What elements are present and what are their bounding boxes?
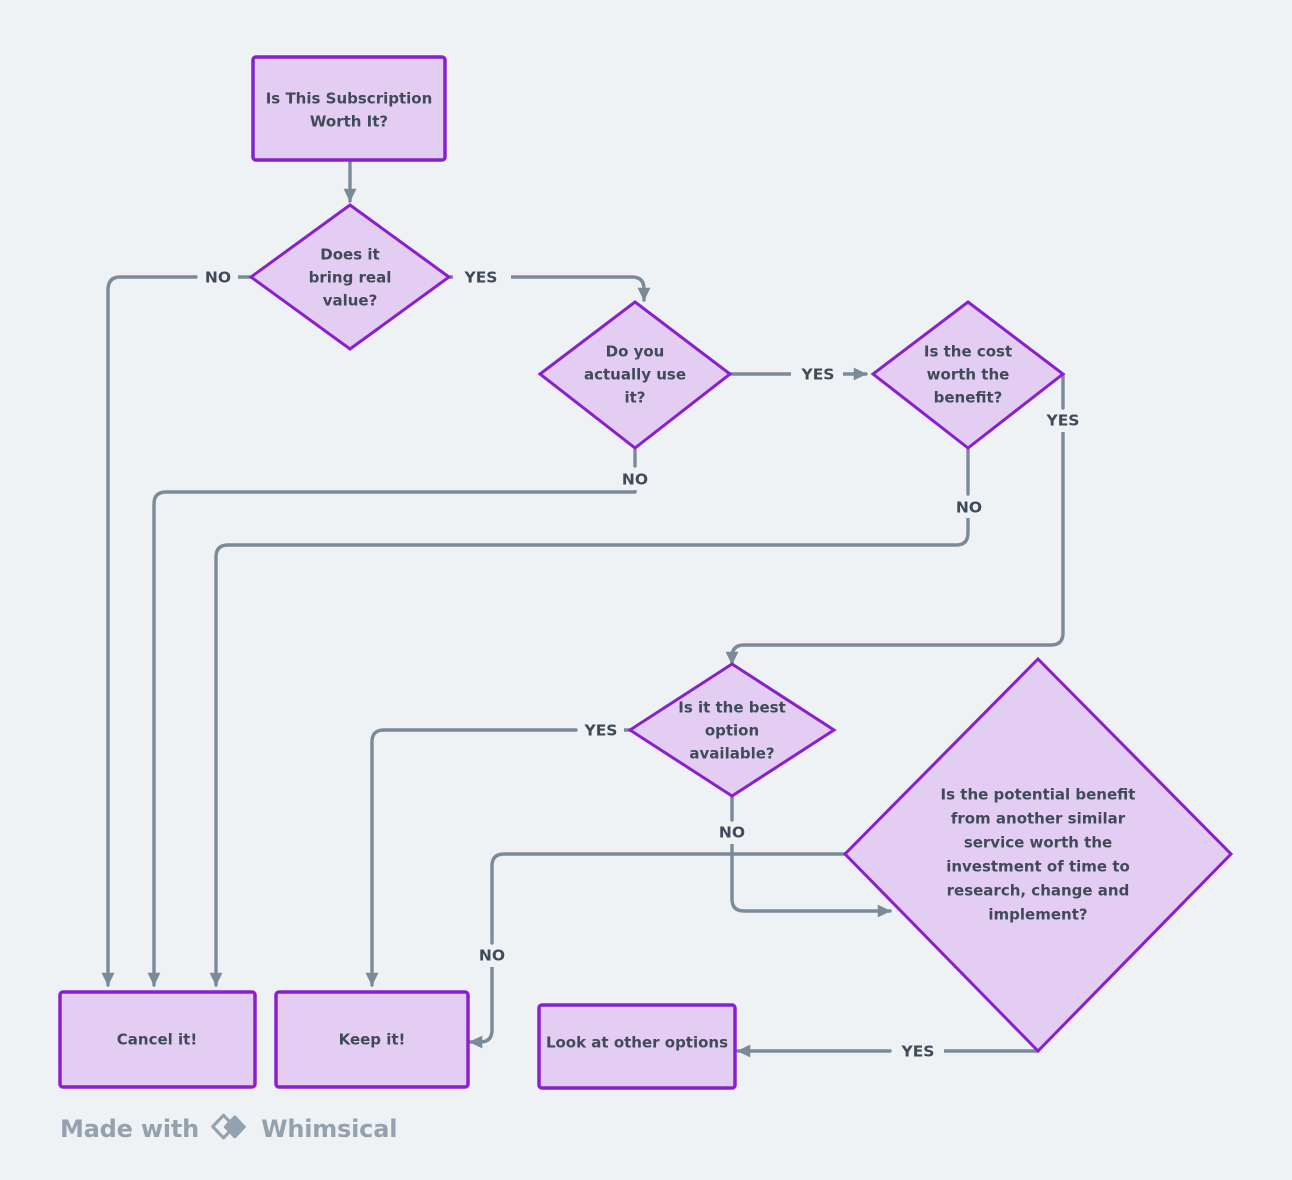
node-potential-line-3: service worth the xyxy=(964,834,1112,852)
node-keep-label: Keep it! xyxy=(339,1031,406,1049)
node-cancel-label: Cancel it! xyxy=(117,1031,197,1049)
node-cost-line-1: Is the cost xyxy=(924,343,1012,361)
node-best-shape[interactable] xyxy=(627,662,837,798)
edge-label-backdrop xyxy=(714,822,750,844)
edge-label-backdrop xyxy=(617,468,653,490)
edge-label-backdrop xyxy=(1044,410,1086,432)
node-best-line-1: Is it the best xyxy=(678,699,786,717)
node-potential-line-6: implement? xyxy=(988,906,1087,924)
node-value-line-1: Does it xyxy=(320,246,379,264)
node-potential-line-5: research, change and xyxy=(947,882,1130,900)
edge-label-best-yes: YES xyxy=(584,722,618,740)
node-look-label: Look at other options xyxy=(546,1034,728,1052)
node-best-line-3: available? xyxy=(689,745,774,763)
edge-label-backdrop xyxy=(892,1040,944,1062)
edge-label-backdrop xyxy=(791,363,843,385)
node-keep-it[interactable]: Keep it! xyxy=(274,990,470,1089)
edge-potential-no: NO xyxy=(470,852,848,1042)
edge-label-value-yes: YES xyxy=(464,269,498,287)
node-does-it-bring-real-value[interactable]: Does it bring real value? xyxy=(248,203,452,351)
node-potential-shape[interactable] xyxy=(842,656,1234,1054)
edge-label-value-no: NO xyxy=(205,269,231,287)
edge-label-best-no: NO xyxy=(719,824,745,842)
node-cancel-it[interactable]: Cancel it! xyxy=(58,990,257,1089)
edge-label-potential-no: NO xyxy=(479,947,505,965)
node-use-line-1: Do you xyxy=(606,343,665,361)
node-best-line-2: option xyxy=(705,722,759,740)
node-cost-line-3: benefit? xyxy=(934,389,1003,407)
node-start-line-1: Is This Subscription xyxy=(266,90,433,108)
edge-cost-yes: YES xyxy=(732,373,1086,664)
node-value-shape[interactable] xyxy=(248,203,452,351)
edge-label-potential-yes: YES xyxy=(901,1043,935,1061)
footer-made-with-label: Made with xyxy=(60,1115,200,1143)
edge-best-no: NO xyxy=(714,794,890,911)
node-value-line-3: value? xyxy=(323,292,378,310)
node-value-line-2: bring real xyxy=(309,269,392,287)
node-is-the-potential-benefit[interactable]: Is the potential benefit from another si… xyxy=(842,656,1234,1054)
node-keep-shape[interactable] xyxy=(274,990,470,1089)
whimsical-diamond-logo-icon xyxy=(211,1113,246,1140)
edge-potential-yes: YES xyxy=(738,1040,1040,1062)
node-potential-line-4: investment of time to xyxy=(946,858,1130,876)
node-potential-line-1: Is the potential benefit xyxy=(941,786,1136,804)
node-start[interactable]: Is This Subscription Worth It? xyxy=(251,55,447,162)
node-is-the-cost-worth-the-benefit[interactable]: Is the cost worth the benefit? xyxy=(870,300,1066,450)
node-look-shape[interactable] xyxy=(537,1003,737,1090)
node-cancel-shape[interactable] xyxy=(58,990,257,1089)
edge-label-cost-yes: YES xyxy=(1046,412,1080,430)
node-cost-shape[interactable] xyxy=(870,300,1066,450)
footer-brand-label: Whimsical xyxy=(261,1115,398,1143)
edge-label-backdrop xyxy=(578,719,624,741)
edge-use-no: NO xyxy=(154,448,653,985)
node-use-line-3: it? xyxy=(624,389,645,407)
edge-label-use-yes: YES xyxy=(801,366,835,384)
edge-use-yes: YES xyxy=(728,363,866,385)
edge-label-backdrop xyxy=(198,266,238,288)
edge-cost-no: NO xyxy=(216,448,987,985)
whimsical-footer[interactable]: Made with Whimsical xyxy=(60,1112,397,1146)
edge-label-use-no: NO xyxy=(622,471,648,489)
node-use-line-2: actually use xyxy=(584,366,686,384)
edge-label-cost-no: NO xyxy=(956,499,982,517)
node-cost-line-2: worth the xyxy=(927,366,1010,384)
node-start-shape[interactable] xyxy=(251,55,447,162)
node-is-it-the-best-option-available[interactable]: Is it the best option available? xyxy=(627,662,837,798)
edge-label-backdrop xyxy=(474,945,510,967)
node-do-you-actually-use-it[interactable]: Do you actually use it? xyxy=(537,300,733,450)
node-use-shape[interactable] xyxy=(537,300,733,450)
edge-value-yes: YES xyxy=(447,266,644,300)
edge-label-backdrop xyxy=(453,266,511,288)
node-potential-line-2: from another similar xyxy=(951,810,1126,828)
node-look-at-other-options[interactable]: Look at other options xyxy=(537,1003,737,1090)
edge-label-backdrop xyxy=(951,496,987,518)
edge-value-no: NO xyxy=(108,266,254,985)
node-start-line-2: Worth It? xyxy=(310,113,388,131)
